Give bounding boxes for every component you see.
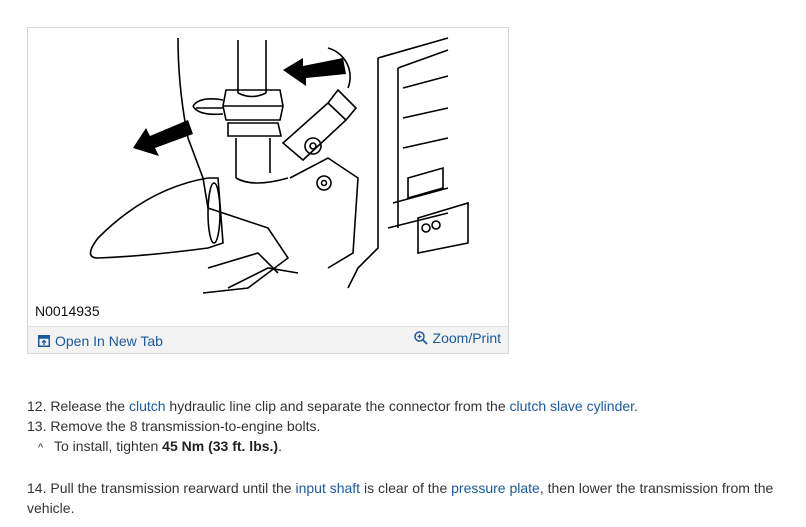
torque-value: 45 Nm (33 ft. lbs.)	[162, 438, 279, 454]
step-13-install-note: ^ To install, tighten 45 Nm (33 ft. lbs.)…	[27, 436, 797, 458]
technical-illustration	[89, 37, 469, 294]
pressure-plate-link[interactable]: pressure plate	[451, 480, 540, 496]
note-text: To install, tighten	[54, 438, 163, 454]
step-14-text-end: , then lower the transmission from the v…	[27, 480, 774, 516]
caret-icon: ^	[38, 442, 44, 454]
open-in-new-tab-label: Open In New Tab	[55, 333, 163, 349]
clutch-link[interactable]: clutch	[128, 398, 166, 414]
step-12-text: 12. Release the	[27, 398, 129, 414]
zoom-in-icon	[413, 331, 428, 345]
step-12: 12. Release the clutch hydraulic line cl…	[27, 396, 797, 416]
figure-footer: Open In New Tab Zoom/Print	[28, 326, 508, 353]
step-14-text-mid: is clear of the	[360, 480, 452, 496]
step-14-text: 14. Pull the transmission rearward until…	[27, 480, 296, 496]
open-in-new-tab-link[interactable]: Open In New Tab	[38, 333, 163, 349]
clutch-slave-cylinder-link[interactable]: clutch slave cylinder	[509, 398, 635, 414]
step-14: 14. Pull the transmission rearward until…	[27, 478, 797, 518]
step-12-text-mid: hydraulic line clip and separate the con…	[165, 398, 510, 414]
figure-box: N0014935 Open In New Tab Zoom/Print	[27, 27, 509, 354]
procedure-steps: 12. Release the clutch hydraulic line cl…	[27, 396, 797, 518]
step-13: 13. Remove the 8 transmission-to-engine …	[27, 418, 321, 434]
step-12-text-end: .	[634, 398, 638, 414]
zoom-print-label: Zoom/Print	[432, 330, 501, 346]
open-new-tab-icon	[38, 335, 50, 347]
figure-id-label: N0014935	[35, 303, 100, 319]
zoom-print-link[interactable]: Zoom/Print	[413, 330, 501, 346]
note-text-end: .	[278, 438, 282, 454]
input-shaft-link[interactable]: input shaft	[295, 480, 361, 496]
